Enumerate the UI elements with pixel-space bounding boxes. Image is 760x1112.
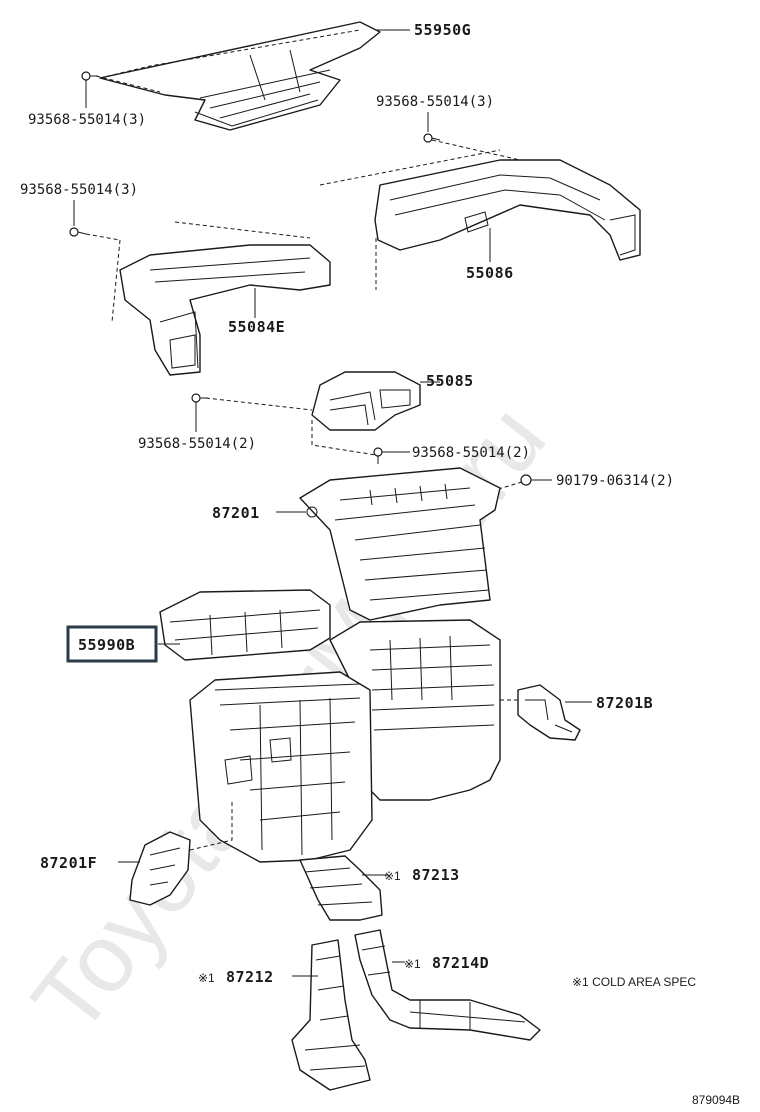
label-87201F: 87201F	[40, 854, 97, 872]
mark-87212: ※1	[198, 971, 215, 985]
label-55950G: 55950G	[414, 21, 471, 39]
label-93568-55014-d: 93568-55014(2)	[138, 436, 256, 452]
label-93568-55014-e: 93568-55014(2)	[412, 445, 530, 461]
screw-93568-c[interactable]	[69, 227, 87, 237]
label-87201B: 87201B	[596, 694, 653, 712]
part-87201F-duct[interactable]	[129, 831, 191, 906]
label-93568-55014-b: 93568-55014(3)	[376, 94, 494, 110]
screw-93568-a[interactable]	[81, 71, 98, 81]
cold-area-spec-note: ※1 COLD AREA SPEC	[572, 975, 696, 989]
label-93568-55014-a: 93568-55014(3)	[28, 112, 146, 128]
screw-93568-d[interactable]	[191, 393, 208, 403]
screw-90179[interactable]	[520, 474, 532, 486]
label-87212: 87212	[226, 968, 274, 986]
part-87214D-duct[interactable]	[354, 929, 541, 1041]
label-93568-55014-c: 93568-55014(3)	[20, 182, 138, 198]
screw-93568-b[interactable]	[423, 133, 441, 143]
part-87212-duct[interactable]	[291, 939, 371, 1091]
label-87201: 87201	[212, 504, 260, 522]
heater-unit-assembly[interactable]	[189, 619, 501, 863]
mark-87214D: ※1	[404, 957, 421, 971]
label-55990B[interactable]: 55990B	[78, 636, 135, 654]
label-55086: 55086	[466, 264, 514, 282]
diagram-code: 879094B	[692, 1093, 740, 1107]
screw-93568-e[interactable]	[373, 447, 383, 464]
part-87213-duct[interactable]	[299, 855, 383, 921]
label-55085: 55085	[426, 372, 474, 390]
highlight-box-55990B	[66, 625, 158, 663]
part-87201-duct[interactable]	[299, 467, 501, 621]
label-55084E: 55084E	[228, 318, 285, 336]
part-55990B-filter-frame[interactable]	[159, 589, 331, 661]
label-87214D: 87214D	[432, 954, 489, 972]
label-90179-06314: 90179-06314(2)	[556, 473, 674, 489]
mark-87213: ※1	[384, 869, 401, 883]
part-87201B-duct[interactable]	[517, 684, 581, 741]
part-55085-duct[interactable]	[311, 371, 421, 431]
label-87213: 87213	[412, 866, 460, 884]
part-55086-duct[interactable]	[374, 159, 641, 261]
part-55084E-duct[interactable]	[119, 244, 331, 376]
